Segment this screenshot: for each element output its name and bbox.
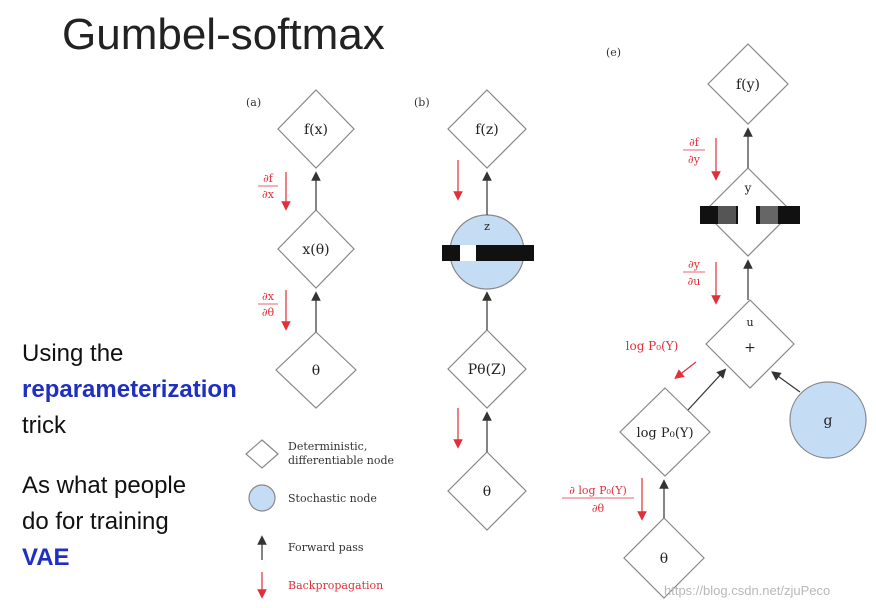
node-theta-c: θ — [623, 517, 705, 599]
forward-arrow — [771, 371, 801, 393]
node-theta-b: θ — [447, 451, 527, 531]
bullet-text: do for training — [22, 508, 169, 535]
node-label: x(θ) — [302, 242, 329, 258]
grad-dlogp-dtheta: ∂ log P₀(Y) ∂θ — [562, 478, 647, 521]
node-label: θ — [483, 484, 491, 500]
node-x-theta: x(θ) — [277, 209, 355, 289]
panel-a-label: (a) — [246, 96, 261, 109]
bullet-highlight: reparameterization — [22, 376, 237, 403]
node-label: z — [484, 220, 490, 233]
grad-num: ∂x — [262, 290, 275, 303]
plus-sign: + — [744, 340, 756, 356]
legend-stochastic: Stochastic node — [248, 484, 377, 512]
legend: Deterministic, differentiable node Stoch… — [245, 439, 394, 599]
grad-num: ∂f — [689, 136, 700, 149]
legend-deterministic: Deterministic, differentiable node — [245, 439, 394, 469]
node-f-x: f(x) — [277, 89, 355, 169]
grad-den: ∂u — [688, 275, 701, 288]
node-z-stochastic: z — [442, 214, 534, 290]
grad-den: ∂y — [688, 153, 701, 166]
grad-log-p: log P₀(Y) — [626, 339, 697, 379]
slide-title: Gumbel-softmax — [62, 10, 385, 59]
node-p-theta-z: Pθ(Z) — [447, 329, 527, 409]
node-label: θ — [660, 551, 668, 567]
node-label: g — [824, 413, 833, 429]
circle-icon — [248, 484, 276, 512]
bullet-highlight: VAE — [22, 544, 70, 571]
watermark: https://blog.csdn.net/zjuPeco — [664, 583, 831, 598]
grad-df-dx: ∂f ∂x — [258, 172, 291, 211]
legend-label: Stochastic node — [288, 492, 377, 505]
node-f-z: f(z) — [447, 89, 527, 169]
legend-backprop: Backpropagation — [257, 572, 383, 599]
grad-dx-dtheta: ∂x ∂θ — [258, 290, 291, 331]
grad-df-dy: ∂f ∂y — [683, 136, 721, 181]
legend-label: differentiable node — [288, 454, 394, 467]
legend-label: Forward pass — [288, 541, 364, 554]
node-label: f(y) — [736, 77, 760, 93]
node-g-stochastic: g — [789, 381, 867, 459]
forward-arrow — [687, 368, 727, 411]
grad-den: ∂x — [262, 188, 275, 201]
grad-den: ∂θ — [262, 306, 275, 319]
panel-b-label: (b) — [414, 96, 430, 109]
node-label: y — [744, 181, 752, 195]
legend-label: Backpropagation — [288, 579, 383, 592]
node-u-sum: u + — [705, 299, 795, 389]
node-label: Pθ(Z) — [468, 362, 507, 378]
grad-num: ∂y — [688, 258, 701, 271]
bullet-vae: As what people do for training VAE — [22, 468, 186, 576]
node-label: log P₀(Y) — [636, 426, 693, 441]
node-label: f(z) — [475, 122, 498, 138]
node-label: f(x) — [304, 122, 328, 138]
node-log-p: log P₀(Y) — [619, 387, 711, 477]
bullet-text: Using the — [22, 340, 124, 367]
node-label: θ — [312, 363, 320, 379]
bullet-reparameterization: Using the reparameterization trick — [22, 336, 237, 444]
node-f-y: f(y) — [707, 43, 789, 125]
grad-dy-du: ∂y ∂u — [683, 258, 721, 305]
grad-num: ∂f — [263, 172, 274, 185]
grad-label: log P₀(Y) — [626, 339, 679, 353]
legend-forward: Forward pass — [257, 535, 364, 560]
grad-num: ∂ log P₀(Y) — [569, 484, 627, 497]
legend-label: Deterministic, — [288, 440, 367, 453]
panel-c-label: (e) — [606, 46, 621, 59]
bullet-text: As what people — [22, 472, 187, 499]
grad-den: ∂θ — [592, 502, 605, 515]
node-label: u — [746, 316, 753, 329]
node-y: y — [700, 167, 800, 257]
node-theta-a: θ — [275, 331, 357, 409]
diamond-icon — [245, 439, 279, 469]
bullet-text: trick — [22, 412, 66, 439]
